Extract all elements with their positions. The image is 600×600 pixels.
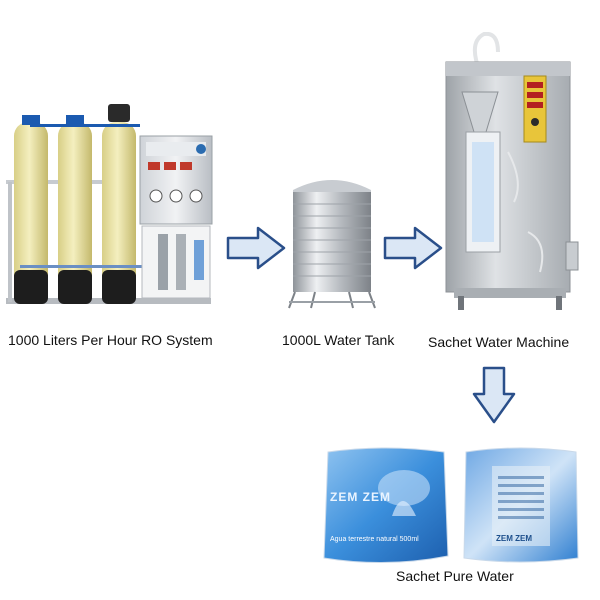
sachet-bag-front: ZEM ZEM Agua terrestre natural 500ml	[322, 446, 450, 566]
bag-line: Agua terrestre natural 500ml	[330, 536, 419, 543]
bag-brand: ZEM ZEM	[330, 490, 391, 504]
caption-sachet-water: Sachet Pure Water	[396, 568, 514, 584]
ro-control-panel	[139, 135, 213, 225]
sachet-bag-front-icon	[323, 447, 449, 564]
caption-water-tank: 1000L Water Tank	[282, 332, 395, 348]
filter-tank-1	[14, 115, 48, 304]
caption-sachet-machine: Sachet Water Machine	[428, 334, 570, 350]
arrow-right-icon	[383, 226, 443, 270]
sachet-bag-back: ZEM ZEM	[462, 446, 580, 566]
bag-back-brand: ZEM ZEM	[496, 534, 532, 543]
filter-tank-3	[102, 104, 136, 304]
sachet-machine-illustration	[445, 32, 579, 310]
caption-ro-system: 1000 Liters Per Hour RO System	[8, 332, 213, 348]
sachet-bag-back-icon	[463, 447, 579, 563]
arrow-down-icon	[472, 366, 516, 424]
filter-tank-2	[58, 115, 92, 304]
water-tank-illustration	[288, 180, 376, 309]
ro-system-illustration	[6, 104, 213, 304]
arrow-right-icon	[226, 226, 286, 270]
